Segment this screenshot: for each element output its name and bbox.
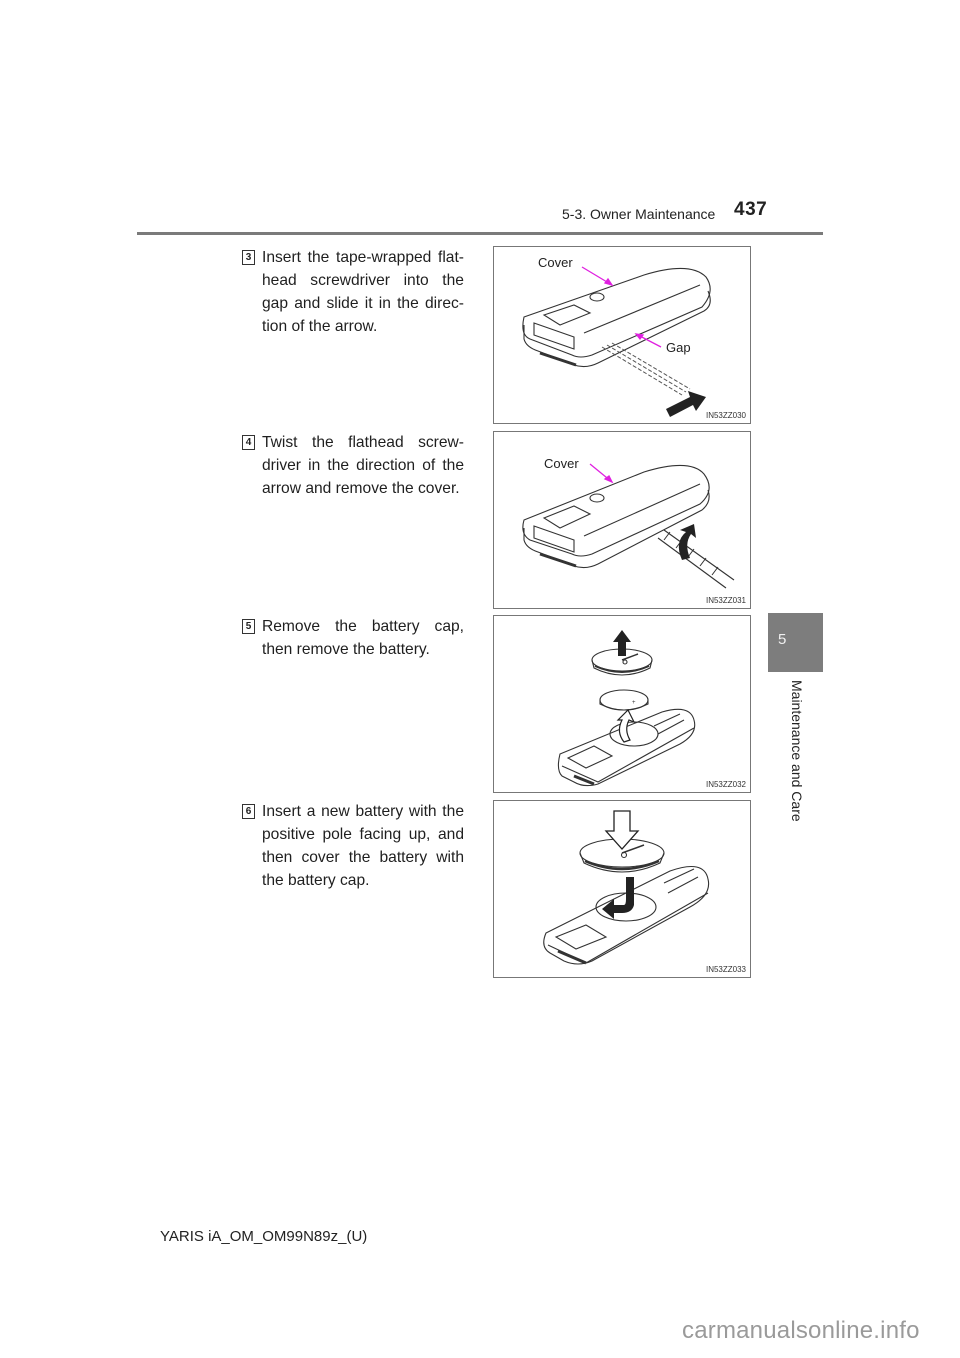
step-number: 3 [242,250,255,265]
step-number: 5 [242,619,255,634]
step-text: Twist the flathead screw-driver in the d… [262,434,464,497]
chapter-title: Maintenance and Care [789,680,805,822]
chapter-label: Maintenance and Care [768,680,823,850]
figure-insert-battery: IN53ZZ033 [493,800,751,978]
figure-code: IN53ZZ032 [705,780,746,789]
step-text: Remove the battery cap, then remove the … [262,618,464,658]
label-cover: Cover [538,255,573,270]
watermark-link[interactable]: carmanualsonline.info [682,1317,920,1344]
down-arrow-icon [604,810,640,850]
label-gap: Gap [666,340,691,355]
page-number: 437 [734,199,768,220]
key-fob-illustration [522,266,711,417]
battery-cap-illustration [543,810,710,965]
figure-code: IN53ZZ033 [705,965,746,974]
svg-text:+: + [632,700,636,706]
key-fob-illustration [522,463,735,589]
figure-remove-cover-slide: Cover Gap IN53ZZ030 [493,246,751,424]
header-divider [137,232,823,235]
step-number: 4 [242,435,255,450]
section-title: 5-3. Owner Maintenance [562,206,716,222]
chapter-number: 5 [778,631,787,648]
battery-cap-illustration: + [557,630,696,787]
chapter-tab: 5 [768,613,823,672]
step-number: 6 [242,804,255,819]
figure-remove-cover-twist: Cover IN53ZZ031 [493,431,751,609]
curved-arrow-icon [678,524,696,560]
figure-remove-battery: + IN53ZZ032 [493,615,751,793]
step-text: Insert a new battery with the positive p… [262,803,464,889]
arrow-icon [666,391,706,417]
figure-code: IN53ZZ030 [705,411,746,420]
figure-code: IN53ZZ031 [705,596,746,605]
document-code: YARIS iA_OM_OM99N89z_(U) [160,1228,368,1245]
label-cover: Cover [544,456,579,471]
step-text: Insert the tape-wrapped flat-head screwd… [262,249,464,335]
up-arrow-icon [613,630,631,656]
